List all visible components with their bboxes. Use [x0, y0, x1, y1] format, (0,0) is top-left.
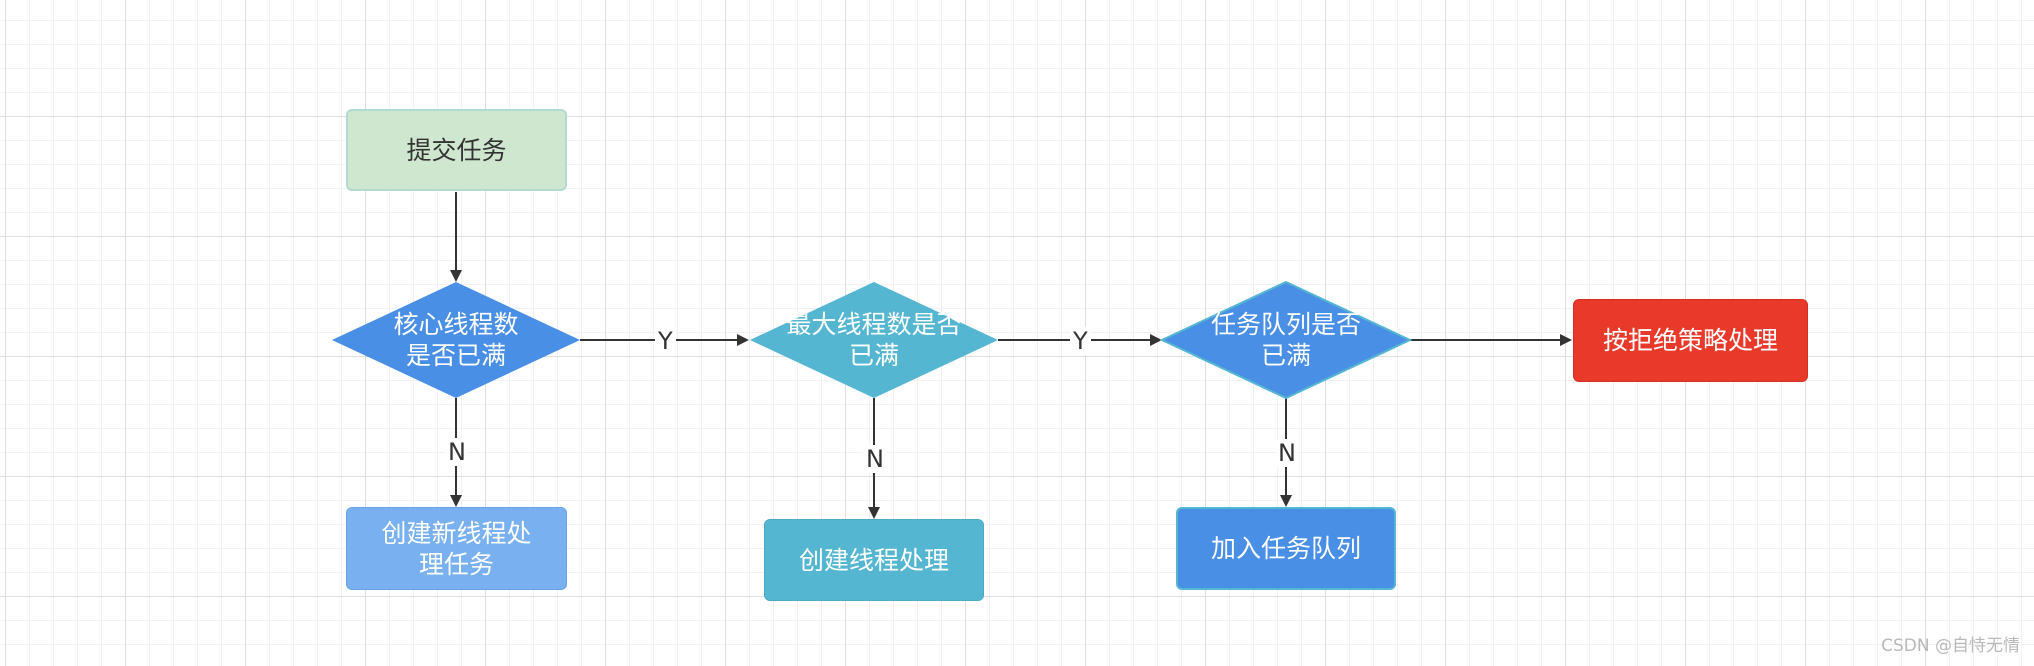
- decision-queue-full-line2: 已满: [1260, 341, 1311, 370]
- node-submit-task-label: 提交任务: [406, 135, 507, 165]
- node-create-thread-label: 创建线程处理: [798, 545, 949, 575]
- node-create-thread[interactable]: 创建线程处理: [764, 519, 984, 601]
- node-reject-policy-label: 按拒绝策略处理: [1602, 326, 1778, 355]
- node-add-to-queue-label: 加入任务队列: [1210, 534, 1361, 563]
- node-create-new-thread[interactable]: 创建新线程处 理任务: [346, 507, 567, 590]
- node-reject-policy[interactable]: 按拒绝策略处理: [1573, 299, 1808, 382]
- decision-core-full-line1: 核心线程数: [393, 310, 519, 339]
- edge-label-core-yes: Y: [655, 327, 676, 355]
- edge-label-max-yes: Y: [1070, 327, 1091, 355]
- node-add-to-queue[interactable]: 加入任务队列: [1176, 507, 1396, 590]
- decision-core-full-line2: 是否已满: [405, 341, 506, 370]
- decision-max-full-line2: 已满: [848, 341, 899, 370]
- node-create-new-thread-line1: 创建新线程处: [381, 518, 532, 548]
- decision-core-full[interactable]: [332, 282, 580, 398]
- decision-queue-full[interactable]: [1159, 280, 1413, 400]
- decision-max-full-label: 最大线程数是否 已满: [764, 306, 984, 374]
- decision-max-full[interactable]: [750, 282, 998, 398]
- decision-max-full-line1: 最大线程数是否: [786, 310, 962, 339]
- decision-core-full-label: 核心线程数 是否已满: [356, 306, 556, 374]
- edge-label-queue-no: N: [1275, 439, 1299, 467]
- node-create-new-thread-line2: 理任务: [418, 549, 494, 579]
- decision-queue-full-label: 任务队列是否 已满: [1176, 306, 1396, 374]
- node-submit-task[interactable]: 提交任务: [346, 109, 567, 191]
- decision-queue-full-line1: 任务队列是否: [1210, 310, 1361, 339]
- edge-label-core-no: N: [445, 438, 469, 466]
- watermark-text: CSDN @自恃无情: [1881, 636, 2020, 656]
- edge-label-max-no: N: [863, 445, 887, 473]
